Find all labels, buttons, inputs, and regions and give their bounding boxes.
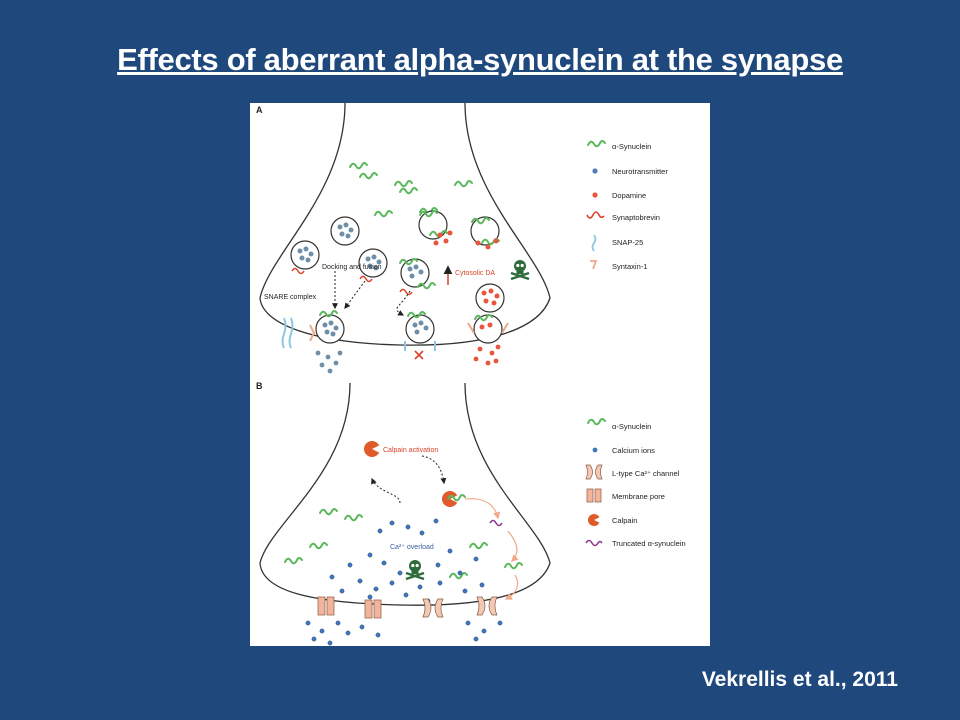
vesicle-docked-middle [404, 311, 436, 360]
docking-annotation: Docking and fusion [322, 264, 382, 271]
calpain-activation-label: Calpain activation [383, 447, 438, 454]
synuclein-cloud-b [284, 508, 488, 580]
legend-a-label: SNAP-25 [612, 238, 643, 247]
l-type-channel-icon [585, 464, 603, 480]
synuclein-icon [587, 140, 606, 148]
legend-b-label: Membrane pore [612, 492, 665, 501]
calpain-activation: Calpain activation [364, 441, 447, 504]
truncated-synuclein-icon [585, 539, 603, 547]
panel-b-label: B [256, 381, 263, 391]
dopamine-vesicles [418, 210, 509, 366]
panel-a-label: A [256, 105, 263, 115]
dopamine-icon [592, 192, 598, 198]
legend-a-label: Syntaxin-1 [612, 262, 647, 271]
legend-b-label: Truncated α-synuclein [612, 539, 686, 548]
legend-b-label: Calpain [612, 516, 637, 525]
calpain-icon [588, 514, 602, 526]
legend-a: α-Synuclein Neurotransmitter Dopamine Sy… [586, 140, 668, 271]
panel-a: A [256, 103, 668, 374]
presynaptic-terminal-a [259, 103, 551, 346]
legend-a-label: Synaptobrevin [612, 213, 660, 222]
vesicle-neurotransmitter-3 [358, 248, 388, 283]
neurotransmitter-icon [592, 168, 598, 174]
presynaptic-terminal-b [259, 382, 551, 606]
membrane-pore-icon [586, 488, 602, 503]
citation: Vekrellis et al., 2011 [701, 668, 898, 691]
vesicle-neurotransmitter-2 [290, 240, 320, 275]
cytosolic-da-label: Cytosolic DA [455, 270, 495, 277]
syntaxin-icon [590, 260, 598, 270]
calcium-ions-cloud [329, 518, 485, 604]
legend-b-label: α-Synuclein [612, 422, 651, 431]
legend-b: α-Synuclein Calcium ions L-type Ca²⁺ cha… [585, 418, 686, 548]
panel-b: B Calpain activation [256, 381, 686, 646]
fused-vesicle-a [315, 310, 345, 374]
skull-icon-a [509, 258, 531, 281]
snare-complex [281, 317, 316, 349]
ca-overload-label: Ca²⁺ overload [390, 544, 434, 551]
snap25-icon [591, 234, 597, 252]
calcium-ion-icon [592, 447, 598, 453]
legend-b-label: L-type Ca²⁺ channel [612, 469, 680, 478]
membrane-pores [317, 596, 382, 619]
skull-icon-b [404, 558, 426, 581]
snare-annotation: SNARE complex [264, 294, 317, 301]
slide-title: Effects of aberrant alpha-synuclein at t… [117, 42, 843, 77]
l-type-channels [422, 596, 498, 618]
synuclein-cloud-a [349, 162, 473, 218]
extracellular-calcium [305, 620, 503, 646]
synuclein-icon [587, 418, 606, 426]
active-calpain [442, 491, 523, 600]
block-x-icon [414, 350, 424, 360]
synaptobrevin-icon [586, 211, 605, 219]
vesicle-neurotransmitter-1 [330, 216, 360, 246]
vesicle-blocked [399, 258, 436, 296]
synapse-figure: A [250, 103, 710, 646]
legend-a-label: Neurotransmitter [612, 167, 668, 176]
legend-b-label: Calcium ions [612, 446, 655, 455]
legend-a-label: α-Synuclein [612, 142, 651, 151]
cytosolic-da-indicator: Cytosolic DA [443, 265, 495, 285]
legend-a-label: Dopamine [612, 191, 646, 200]
